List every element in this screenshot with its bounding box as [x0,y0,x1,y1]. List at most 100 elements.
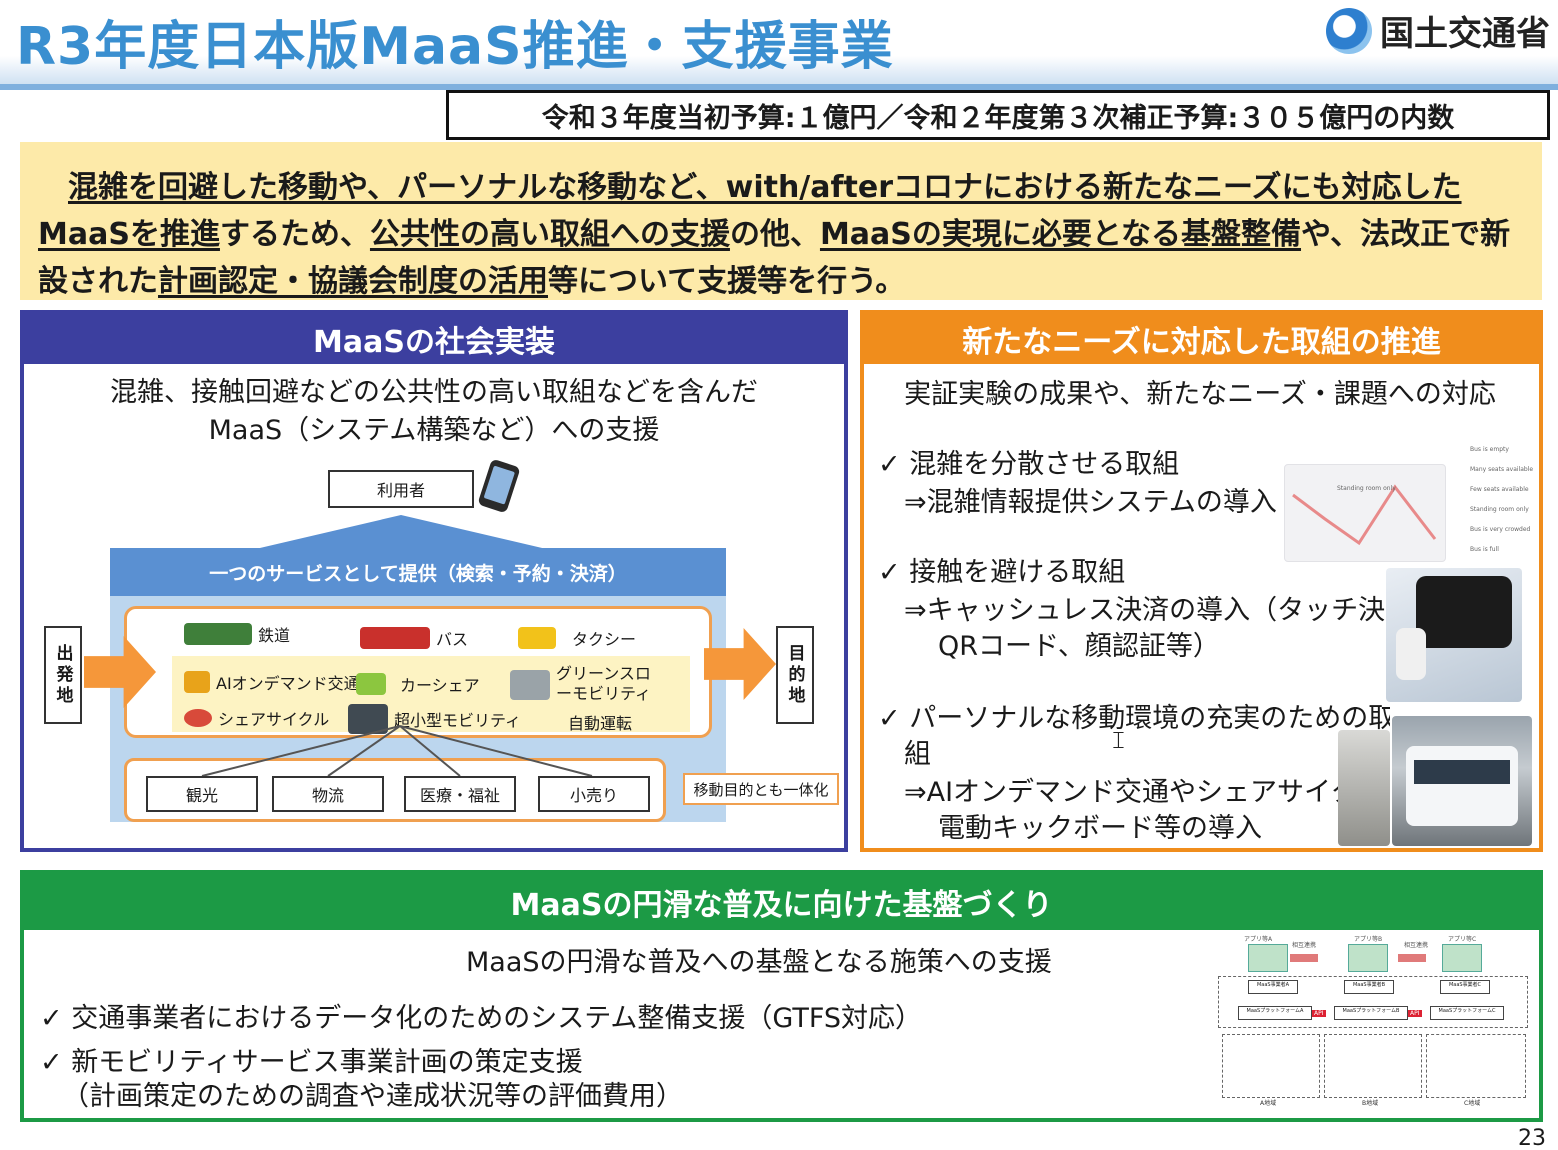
arch-app-label: アプリ等B [1354,936,1383,943]
legend-item: Standing room only [1470,506,1529,513]
left-subheading-2: MaaS（システム構築など）への支援 [208,415,660,446]
payment-terminal-image [1386,568,1522,702]
platform-box: MaaSプラットフォームB [1334,1006,1408,1020]
summary-indent [38,170,68,205]
item3-title-2: 組 [904,739,931,770]
mode-bus: バス [360,626,468,650]
operator-box: MaaS事業者B [1344,980,1394,994]
arch-link-label: 相互連携 [1292,942,1317,949]
panel-heading: MaaSの社会実装 [24,314,844,364]
service-heading: 一つのサービスとして提供（検索・予約・決済） [110,548,726,596]
purpose-logistics: 物流 [272,776,384,812]
check-icon: ✓ [40,1047,63,1078]
legend-item: Few seats available [1470,486,1529,493]
origin-node: 出発地 [44,626,82,724]
platform-box: MaaSプラットフォームA [1238,1006,1312,1020]
mode-carshare: カーシェア [356,672,480,696]
item2-title: ✓ 接触を避ける取組 [878,550,1125,589]
mode-label: タクシー [572,630,637,649]
destination-node: 目的地 [776,626,814,724]
bottom-item-1: ✓ 交通事業者におけるデータ化のためのシステム整備支援（GTFS対応） [40,996,922,1035]
congestion-route [1292,484,1437,546]
purpose-tourism: 観光 [146,776,258,812]
link-arrow-icon [1290,954,1318,962]
kickboard-image [1338,730,1390,846]
item-text: 交通事業者におけるデータ化のためのシステム整備支援（GTFS対応） [71,1003,923,1034]
page-title: R3年度日本版MaaS推進・支援事業 [16,17,894,77]
operator-box: MaaS事業者A [1248,980,1298,994]
item3-detail: ⇒AIオンデマンド交通やシェアサイクル [904,777,1340,808]
micro-car-icon [348,704,388,734]
budget-box: 令和３年度当初予算:１億円／令和２年度第３次補正予算:３０５億円の内数 [446,90,1550,140]
mode-green-slow: グリーンスローモビリティ [510,664,664,704]
app-icon [1248,944,1288,972]
bus-icon [360,627,430,649]
summary-box: 混雑を回避した移動や、パーソナルな移動など、with/afterコロナにおける新… [20,142,1542,300]
mode-label: 自動運転 [568,714,633,733]
api-badge: API [1312,1010,1326,1017]
mode-label: カーシェア [400,676,480,695]
ministry-mark: 国土交通省 [1326,6,1550,55]
bottom-item-note: （計画策定のための調査や達成状況等の評価費用） [62,1081,683,1112]
mode-label: 超小型モビリティ [394,711,522,730]
text-cursor-icon: 𝙸 [1110,726,1127,754]
bottom-item-2: ✓ 新モビリティサービス事業計画の策定支援 [40,1040,583,1079]
van-icon [1406,746,1518,826]
title-rule [0,84,1558,90]
arch-link-label: 相互連携 [1404,942,1429,949]
user-node: 利用者 [328,470,474,508]
item-title: 接触を避ける取組 [909,557,1126,588]
app-icon [1442,944,1482,972]
purpose-retail: 小売り [538,776,650,812]
congestion-map-image: Standing room only [1284,464,1446,562]
slow-mobility-icon [510,670,550,700]
purpose-connectors [201,725,593,777]
summary-underline-2: 公共性の高い取組への支援 [369,217,730,252]
taxi-icon [518,627,556,649]
operator-box: MaaS事業者C [1440,980,1490,994]
check-icon: ✓ [878,703,901,734]
check-icon: ✓ [878,449,901,480]
summary-text-3: や、法改正で新設された [38,217,1511,299]
new-modes-highlight [172,656,690,732]
item-title: 混雑を分散させる取組 [909,449,1180,480]
occupancy-legend: Bus is empty Many seats available Few se… [1456,440,1540,556]
legend-item: Bus is full [1470,546,1499,553]
region-label: B地域 [1362,1100,1379,1107]
train-icon [184,623,252,645]
platform-layer [1218,976,1528,1028]
bottom-subheading: MaaSの円滑な普及への基盤となる施策への支援 [466,947,1052,978]
app-icon [1348,944,1388,972]
mode-label: AIオンデマンド交通 [216,674,360,693]
api-badge: API [1408,1010,1422,1017]
hand-icon [1396,628,1426,680]
integration-tag: 移動目的とも一体化 [683,773,839,805]
van-window [1414,760,1510,784]
mode-label: シェアサイクル [218,710,330,729]
purpose-medical: 医療・福祉 [404,776,516,812]
check-icon: ✓ [878,557,901,588]
item1-detail: ⇒混雑情報提供システムの導入 [904,487,1277,518]
page-number: 23 [1518,1126,1546,1150]
region-box [1426,1034,1526,1098]
summary-underline-4: 計画認定・協議会制度の活用 [158,264,548,299]
item3-title: ✓ パーソナルな移動環境の充実のための取 [878,696,1390,735]
foundation-panel: MaaSの円滑な普及に向けた基盤づくり [20,870,1543,1122]
link-arrow-icon [1398,954,1426,962]
ondemand-van-image [1392,716,1532,846]
summary-text-4: 等について支援等を行う。 [548,264,906,299]
item-text: 新モビリティサービス事業計画の策定支援 [71,1047,583,1078]
bicycle-icon [184,709,212,727]
car-icon [356,673,386,695]
mode-label: バス [436,630,469,649]
item2-detail: ⇒キャッシュレス決済の導入（タッチ決済 [904,595,1390,626]
ministry-name: 国土交通省 [1380,14,1550,54]
arch-app-label: アプリ等C [1448,936,1477,943]
legend-item: Bus is very crowded [1470,526,1531,533]
summary-underline-3: MaaSの実現に必要となる基盤整備 [819,217,1302,252]
mode-label: 鉄道 [258,626,291,645]
summary-underline-1: 混雑を回避した移動や、パーソナルな移動など、with/afterコロナにおける新… [38,170,1462,252]
maas-architecture-diagram: アプリ等A アプリ等B アプリ等C 相互連携 相互連携 MaaS事業者A Maa… [1208,930,1538,1107]
panel-heading: MaaSの円滑な普及に向けた基盤づくり [24,874,1539,930]
mode-rail: 鉄道 [184,622,290,646]
